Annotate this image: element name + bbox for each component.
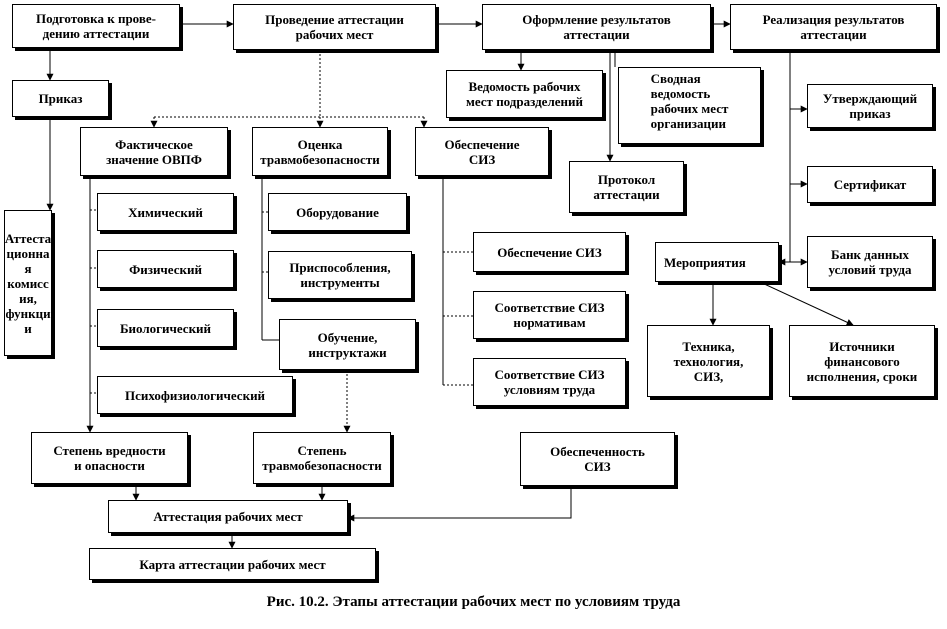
box-istochniki: Источники финансового исполнения, сроки bbox=[789, 325, 935, 397]
box-karta: Карта аттестации рабочих мест bbox=[89, 548, 376, 580]
box-biologicheskiy: Биологический bbox=[97, 309, 234, 347]
box-prisposobleniya: Приспособления, инструменты bbox=[268, 251, 412, 299]
box-fakticheskoe: Фактическое значение ОВПФ bbox=[80, 127, 228, 176]
box-psikhofiziologicheskiy: Психофизиологический bbox=[97, 376, 293, 414]
box-stepen-vrednosti: Степень вредности и опасности bbox=[31, 432, 188, 484]
box-attestatsiya: Аттестация рабочих мест bbox=[108, 500, 348, 533]
box-khimicheskiy: Химический bbox=[97, 193, 234, 231]
box-tekhnika: Техника, технология, СИЗ, bbox=[647, 325, 770, 397]
box-meropriyatiya: Мероприятия bbox=[655, 242, 779, 282]
box-sootvetstvie-usloviyam: Соответствие СИЗ условиям труда bbox=[473, 358, 626, 406]
box-obespechenie-siz: Обеспечение СИЗ bbox=[415, 127, 549, 176]
box-provedenie: Проведение аттестации рабочих мест bbox=[233, 4, 436, 50]
box-realizatsiya: Реализация результатов аттестации bbox=[730, 4, 937, 50]
box-obuchenie: Обучение, инструктажи bbox=[279, 319, 416, 370]
box-vedomost: Ведомость рабочих мест подразделений bbox=[446, 70, 603, 118]
arrow-merop-to-istoch bbox=[759, 281, 854, 326]
box-sootvetstvie-normativam: Соответствие СИЗ нормативам bbox=[473, 291, 626, 339]
arrow-obesp-to-att bbox=[347, 486, 572, 522]
box-komissiya: Аттеста ционна я комисс ия, функци и bbox=[4, 210, 52, 356]
box-bank-dannykh: Банк данных условий труда bbox=[807, 236, 933, 288]
figure-caption: Рис. 10.2. Этапы аттестации рабочих мест… bbox=[266, 594, 681, 610]
box-podgotovka: Подготовка к прове- дению аттестации bbox=[12, 4, 180, 48]
box-svodnaya: Сводная ведомость рабочих мест организац… bbox=[618, 67, 761, 144]
box-oformlenie: Оформление результатов аттестации bbox=[482, 4, 711, 50]
box-protokol: Протокол аттестации bbox=[569, 161, 684, 213]
box-prikaz: Приказ bbox=[12, 80, 109, 117]
box-obespechenie-siz-2: Обеспечение СИЗ bbox=[473, 232, 626, 272]
box-otsenka: Оценка травмобезопасности bbox=[252, 127, 388, 176]
box-fizicheskiy: Физический bbox=[97, 250, 234, 288]
box-stepen-travmobezopasnosti: Степень травмобезопасности bbox=[253, 432, 391, 484]
box-obespechennost: Обеспеченность СИЗ bbox=[520, 432, 675, 486]
box-sertifikat: Сертификат bbox=[807, 166, 933, 203]
box-oborudovanie: Оборудование bbox=[268, 193, 407, 231]
box-utverzhdayushchiy: Утверждающий приказ bbox=[807, 84, 933, 128]
